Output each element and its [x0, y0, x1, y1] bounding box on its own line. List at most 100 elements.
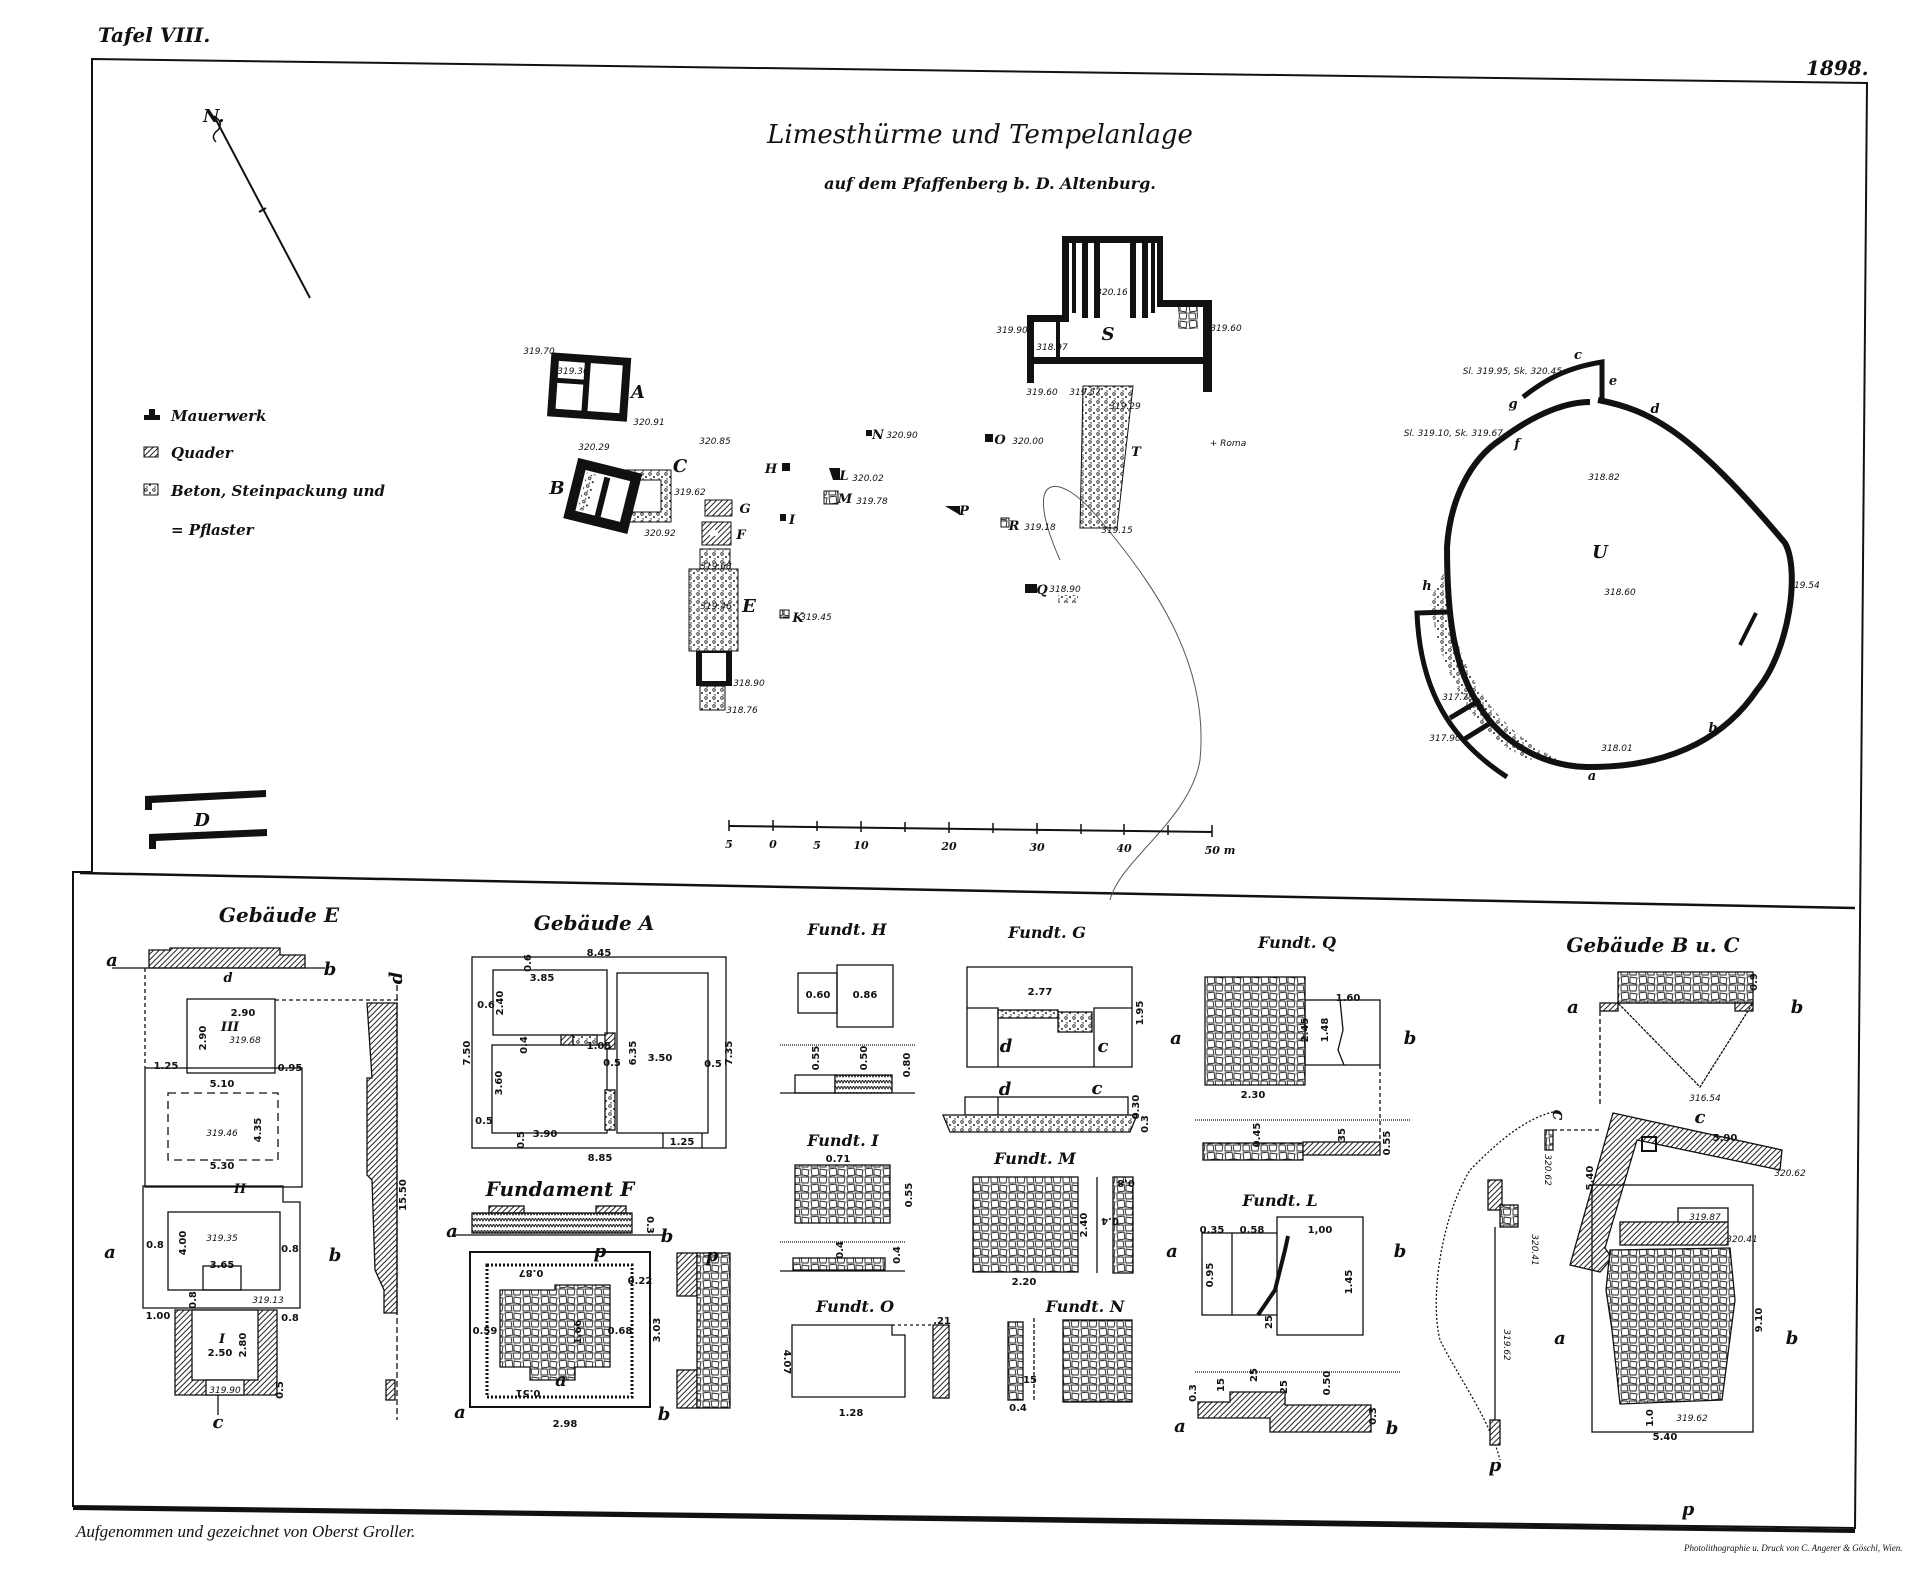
label-site-plan-tower-u-points-4: e	[1609, 374, 1617, 389]
label-details-building-bc-labels-5: 5.90	[1713, 1133, 1738, 1144]
label-details-fundament-f-title: Fundament F	[485, 1177, 637, 1201]
label-details-fund-i-labels-1: 0.55	[904, 1183, 915, 1208]
label-scale-bar-labels-3: 10	[853, 839, 869, 852]
label-site-plan-tower-u-points-5: f	[1513, 437, 1522, 452]
plate-number: Tafel VIII.	[98, 23, 210, 47]
label-details-building-e-labels-19: 319.35	[206, 1234, 238, 1244]
label-details-building-bc-labels-7: 320.62	[1774, 1169, 1806, 1179]
label-details-fund-q-labels-5: 2.30	[1241, 1090, 1266, 1101]
label-site-plan-elevations-8: 319.46	[700, 602, 732, 612]
fundament-f-drawing	[452, 1205, 731, 1409]
label-details-fund-n-labels-1: 0.4	[1009, 1403, 1027, 1414]
label-details-building-bc-labels-1: b	[1791, 997, 1804, 1018]
label-details-building-bc-labels-14: 319.62	[1676, 1414, 1708, 1424]
label-details-building-a-labels-4: 2.40	[495, 991, 506, 1016]
north-arrow-icon	[212, 115, 311, 299]
label-details-fund-h-title: Fundt. H	[806, 920, 887, 939]
label-details-fund-q-labels-1: b	[1404, 1028, 1417, 1049]
label-details-building-a-title: Gebäude A	[534, 911, 654, 935]
label-details-building-e-labels-23: 1.00	[146, 1311, 171, 1322]
label-details-fundament-f-labels-3: d	[593, 1243, 606, 1264]
label-details-fund-g-labels-4: d	[999, 1079, 1012, 1100]
label-details-building-e-labels-1: b	[324, 959, 337, 980]
label-details-fund-l-labels-0: a	[1166, 1241, 1178, 1262]
label-details-fund-q-labels-2: 1.60	[1336, 993, 1361, 1004]
label-details-building-bc-labels-17: 320.62	[1542, 1154, 1552, 1186]
label-details-building-e-labels-11: 4.35	[253, 1118, 264, 1143]
label-site-plan-letters-18: T	[1131, 445, 1142, 460]
temple-s-plan	[1027, 236, 1212, 392]
label-details-fundament-f-labels-8: 0.68	[608, 1326, 633, 1337]
label-site-plan-elevations-18: 319.15	[1101, 526, 1133, 536]
label-site-plan-elevations-3: 320.29	[578, 443, 610, 453]
label-site-plan-elevations-24: 319.57	[1069, 388, 1101, 398]
building-e-drawing	[112, 947, 398, 1420]
building-a-drawing	[471, 956, 727, 1149]
label-scale-bar-labels-4: 20	[940, 840, 957, 853]
label-details-building-bc-labels-3: 316.54	[1689, 1094, 1721, 1104]
label-site-plan-elevations-17: 318.90	[1049, 585, 1081, 595]
label-site-plan-elevations-5: 319.62	[674, 488, 706, 498]
label-details-fund-l-labels-5: 0.95	[1205, 1263, 1216, 1288]
label-details-building-a-labels-1: 0.6	[523, 954, 534, 972]
label-details-fund-l-labels-1: b	[1394, 1241, 1407, 1262]
label-scale-bar-labels-7: 50 m	[1205, 844, 1236, 857]
label-details-fund-l-labels-10: 25	[1249, 1368, 1260, 1382]
plate-frame	[72, 57, 1869, 1533]
legend-label-masonry: Mauerwerk	[170, 407, 266, 425]
ashlar-legend-icon	[143, 446, 159, 458]
legend-label-paving: = Pflaster	[171, 521, 255, 539]
label-details-building-bc-labels-2: 0.9	[1749, 973, 1760, 991]
label-site-plan-letters-6: G	[739, 502, 750, 517]
label-details-building-e-labels-18: 4.00	[178, 1231, 189, 1256]
label-details-fund-q-labels-3: 2.45	[1300, 1018, 1311, 1043]
label-site-plan-tower-u-elevations-5: 317.90	[1429, 734, 1461, 744]
label-site-plan-letters-3: D	[193, 810, 210, 831]
label-details-fundament-f-labels-11: a	[555, 1370, 567, 1391]
legend-label-ashlar: Quader	[171, 444, 234, 462]
legend-label-concrete: Beton, Steinpackung und	[170, 482, 385, 500]
label-details-building-bc-labels-4: c	[1695, 1107, 1706, 1128]
label-scale-bar-labels-2: 5	[813, 839, 821, 852]
label-site-plan-letters-11: M	[837, 492, 853, 507]
label-site-plan-elevations-2: 320.91	[633, 418, 665, 428]
label-details-building-bc-labels-9: 320.41	[1726, 1235, 1758, 1245]
label-details-building-e-labels-28: 319.90	[209, 1386, 241, 1396]
label-details-building-e-labels-3: 2.90	[231, 1008, 256, 1019]
label-details-fund-q-labels-6: 0.45	[1252, 1123, 1263, 1148]
label-details-fundament-f-labels-4: 0.87	[519, 1267, 544, 1278]
label-details-fund-h-labels-2: 0.55	[811, 1046, 822, 1071]
label-site-plan-tower-u-elevations-0: 318.82	[1588, 473, 1620, 483]
label-details-fundament-f-labels-12: a	[454, 1402, 466, 1423]
label-details-building-bc-labels-21: d	[1681, 1501, 1694, 1522]
label-details-building-a-labels-12: 7.35	[724, 1041, 735, 1066]
label-details-building-e-labels-10: 319.46	[206, 1129, 238, 1139]
label-site-plan-elevations-0: 319.70	[523, 347, 555, 357]
label-site-plan-letters-0: A	[629, 382, 645, 403]
label-details-fund-i-labels-3: 0.4	[892, 1246, 903, 1264]
label-site-plan-elevations-4: 320.85	[699, 437, 731, 447]
building-bc-drawing	[1435, 971, 1783, 1461]
building-b-plan	[563, 457, 643, 535]
label-details-building-a-labels-10: 0.5	[704, 1059, 722, 1070]
label-details-building-e-labels-14: a	[104, 1242, 116, 1263]
label-details-building-a-labels-0: 8.45	[587, 948, 612, 959]
masonry-legend-icon	[144, 409, 160, 420]
plate-year: 1898.	[1806, 56, 1869, 80]
label-details-building-bc-labels-12: b	[1786, 1328, 1799, 1349]
small-foundations	[779, 430, 1078, 619]
label-details-fund-m-title: Fundt. M	[993, 1149, 1077, 1168]
label-details-fund-q-labels-4: 1.48	[1320, 1018, 1331, 1043]
label-site-plan-elevations-12: 320.02	[852, 474, 884, 484]
wall-d	[145, 790, 267, 849]
label-details-building-a-labels-15: 3.90	[533, 1129, 558, 1140]
label-details-fund-l-labels-14: 0.3	[1368, 1407, 1379, 1425]
foundation-g-plan	[704, 499, 733, 517]
label-scale-bar-labels-1: 0	[769, 838, 777, 851]
label-site-plan-letters-10: L	[838, 469, 848, 484]
label-details-fund-o-labels-0: 4.07	[781, 1350, 792, 1375]
label-site-plan-letters-16: R	[1008, 519, 1020, 534]
foundation-f-plan	[701, 521, 732, 546]
label-site-plan-elevations-15: 320.00	[1012, 437, 1044, 447]
label-details-building-e-labels-7: 1.25	[154, 1061, 179, 1072]
